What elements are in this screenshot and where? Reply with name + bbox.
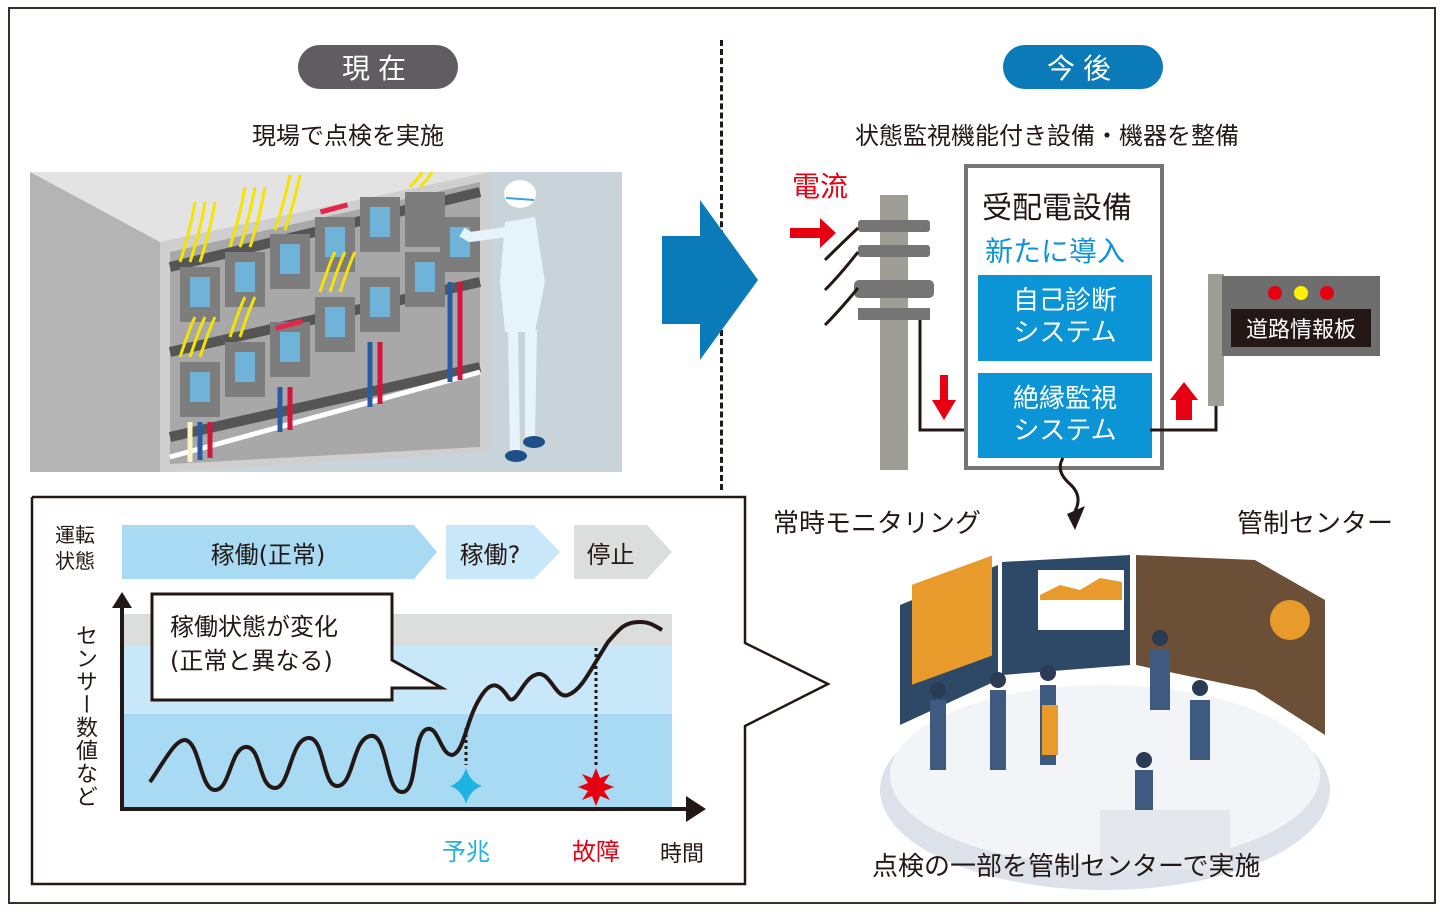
bubble-line2: (正常と異なる) (170, 647, 333, 675)
road-sign-text: 道路情報板 (1231, 309, 1371, 347)
control-center-label: 管制センター (1237, 509, 1394, 539)
sign-light-red-2 (1320, 286, 1334, 300)
self-diagnosis-line1: 自己診断 (1012, 286, 1117, 316)
insulation-monitoring-system: 絶縁監視 システム (978, 373, 1152, 458)
curved-arrow-icon (1058, 457, 1085, 530)
failure-label: 故障 (572, 838, 620, 866)
bottom-caption: 点検の一部を管制センターで実施 (872, 852, 1261, 882)
y-axis-label: センサー数値など (72, 624, 97, 808)
current-label: 電流 (792, 170, 849, 203)
predict-label: 予兆 (442, 838, 490, 866)
status-label-line2: 状態 (55, 549, 95, 573)
utility-pole-icon (790, 195, 970, 470)
road-info-sign: 道路情報板 (1222, 276, 1380, 356)
control-center-illustration (880, 555, 1330, 890)
status-uncertain: 稼働? (459, 540, 521, 569)
self-diagnosis-line2: システム (1013, 318, 1117, 348)
current-subtitle: 現場で点検を実施 (252, 122, 444, 150)
sign-light-red (1268, 286, 1282, 300)
self-diagnosis-system: 自己診断 システム (978, 275, 1152, 361)
future-subtitle: 状態監視機能付き設備・機器を整備 (855, 122, 1239, 150)
status-label-line1: 運転 (55, 523, 95, 547)
sign-light-yellow (1294, 286, 1308, 300)
insulation-line1: 絶縁監視 (1012, 384, 1117, 414)
bubble-text: 稼働状態が変化 (正常と異なる) (170, 610, 338, 678)
status-row-label: 運転 状態 (55, 522, 95, 574)
failure-marker-icon (578, 768, 614, 806)
x-axis-label: 時間 (660, 842, 705, 867)
insulation-line2: システム (1013, 416, 1117, 446)
status-stop: 停止 (586, 540, 635, 569)
bubble-line1: 稼働状態が変化 (170, 613, 338, 641)
status-normal: 稼働(正常) (210, 540, 326, 569)
transition-arrow-icon (662, 200, 758, 360)
signal-connection-icon (1150, 274, 1224, 432)
status-chevrons (122, 525, 672, 579)
predict-marker-icon (450, 768, 482, 804)
current-badge: 現在 (298, 45, 458, 89)
speech-bubble (150, 592, 448, 702)
switchboard-illustration (30, 172, 622, 472)
facility-new-label: 新たに導入 (985, 235, 1126, 268)
future-badge: 今後 (1003, 45, 1163, 89)
monitoring-label: 常時モニタリング (773, 509, 982, 539)
facility-title: 受配電設備 (982, 191, 1132, 226)
outer-frame (8, 7, 1436, 904)
